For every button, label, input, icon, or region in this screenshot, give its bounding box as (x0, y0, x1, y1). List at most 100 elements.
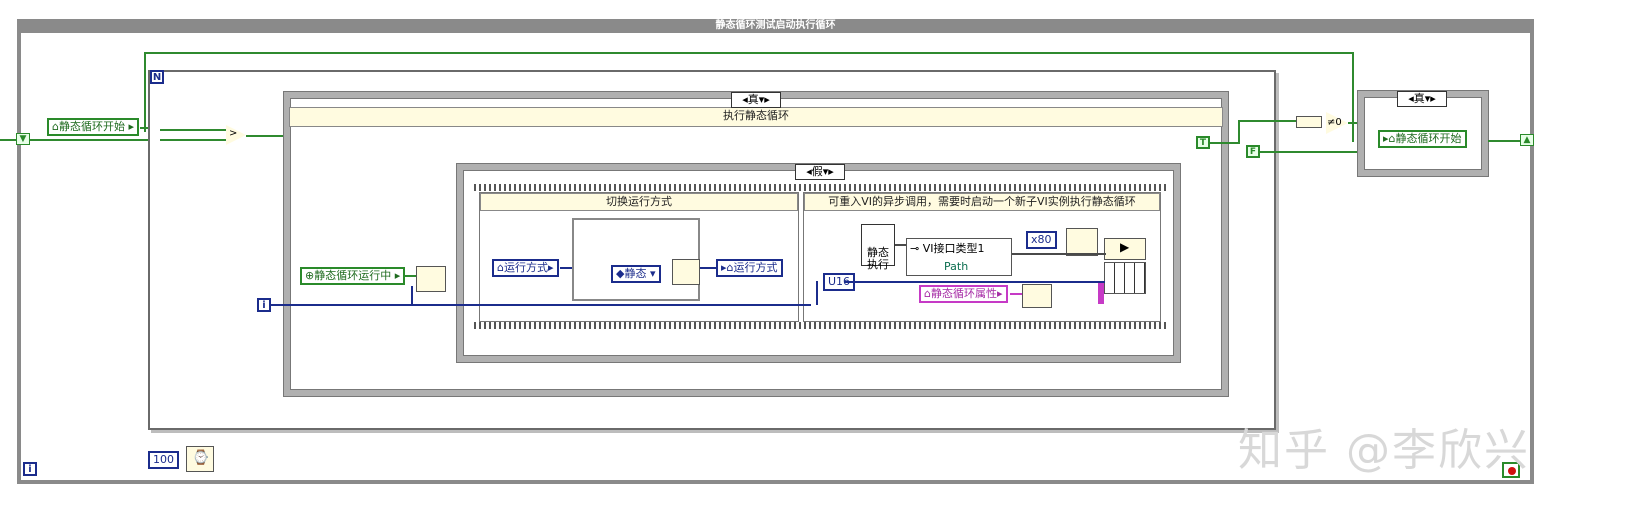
selector-value: 真 (1413, 92, 1425, 105)
chevron-down-icon[interactable]: ▾ (1424, 92, 1431, 105)
tunnel-out: ▲ (1520, 134, 1534, 146)
not-equal-zero-node[interactable] (1326, 112, 1348, 134)
wire (246, 135, 284, 137)
wire (0, 139, 17, 141)
local-var-icon: ⌂ (924, 287, 931, 300)
bool-true-const[interactable]: T (1196, 136, 1210, 149)
wire (144, 52, 146, 132)
vi-icon[interactable]: 静态 执行 (861, 224, 895, 271)
wait-node[interactable] (186, 446, 214, 472)
running-label: 静态循环运行中 (314, 269, 392, 282)
stop-icon (1508, 467, 1516, 475)
wire (404, 275, 416, 277)
play-icon: ▶ (1120, 240, 1130, 254)
local-var-icon: ▸⌂ (1383, 132, 1396, 145)
sequence-bottom-film (474, 322, 1166, 329)
wire (845, 281, 1105, 283)
global-var-icon: ⊕ (305, 269, 315, 282)
local-var-icon: ▸⌂ (721, 261, 734, 274)
run-mode-label: 运行方式 (503, 261, 548, 274)
wire (411, 286, 413, 304)
wire (1012, 253, 1106, 255)
wire (30, 139, 150, 141)
wire (1488, 140, 1520, 142)
frame1-label: 切换运行方式 (480, 193, 798, 211)
wire (560, 267, 572, 269)
wire (160, 139, 226, 141)
start-label: 静态循环开始 (58, 120, 125, 133)
compare-symbol: > (229, 128, 238, 139)
wire (271, 304, 811, 306)
wait-const[interactable]: 100 (148, 451, 179, 469)
local-var-icon: ⌂ (52, 120, 59, 133)
inner-case-selector[interactable]: ◂假▾▸ (795, 164, 845, 180)
wire (700, 267, 716, 269)
wire (1260, 151, 1360, 153)
open-option-const[interactable]: x80 (1026, 231, 1057, 249)
to-number-node[interactable] (1296, 116, 1322, 128)
not-equal-zero-label: ≠0 (1327, 117, 1342, 128)
start-out-control[interactable]: ▸⌂静态循环开始 (1378, 130, 1467, 148)
prev-arrow-icon[interactable]: ◂ (1408, 92, 1414, 105)
table-node[interactable] (1104, 262, 1146, 294)
running-control[interactable]: ⊕静态循环运行中 ▸ (300, 267, 406, 285)
stop-terminal[interactable] (1502, 462, 1520, 478)
start-control[interactable]: ⌂静态循环开始 ▸ (47, 118, 140, 136)
static-enum-label: 静态 (624, 267, 647, 280)
right-case-selector[interactable]: ◂真▾▸ (1397, 91, 1447, 107)
vi-name-label: ⊸ VI接口类型1 (910, 240, 985, 256)
run-mode-in[interactable]: ⌂运行方式▸ (492, 259, 559, 277)
next-arrow-icon[interactable]: ▸ (828, 165, 834, 178)
open-vi-ref[interactable] (906, 238, 1012, 276)
run-mode-out[interactable]: ▸⌂运行方式 (716, 259, 783, 277)
selector-value: 假 (811, 165, 823, 178)
start-out-label: 静态循环开始 (1395, 132, 1462, 145)
for-iteration-terminal: i (257, 298, 271, 312)
run-mode-out-label: 运行方式 (733, 261, 778, 274)
chevron-down-icon[interactable]: ▾ (822, 165, 829, 178)
local-var-icon: ⌂ (497, 261, 504, 274)
vi-icon-text: 静态 执行 (867, 246, 889, 271)
property-control[interactable]: ⌂静态循环属性▸ (919, 285, 1008, 303)
tunnel-in: ▼ (16, 133, 30, 145)
for-count-terminal: N (150, 70, 164, 84)
sequence-top-film (474, 184, 1166, 191)
prev-arrow-icon[interactable]: ◂ (742, 93, 748, 106)
frame2-label: 可重入VI的异步调用，需要时启动一个新子VI实例执行静态循环 (804, 193, 1160, 211)
wire (160, 129, 226, 131)
compare-node[interactable] (226, 125, 246, 145)
next-arrow-icon[interactable]: ▸ (764, 93, 770, 106)
prev-arrow-icon[interactable]: ◂ (806, 165, 812, 178)
static-enum[interactable]: ◆静态 ▾ (611, 265, 661, 283)
wire (1352, 52, 1354, 142)
vi-name-text: VI接口类型1 (922, 242, 985, 255)
enum-icon: ◆ (616, 267, 625, 280)
chevron-down-icon[interactable]: ▾ (758, 93, 765, 106)
property-node[interactable] (416, 266, 446, 292)
wire (816, 281, 818, 305)
bool-false-const[interactable]: F (1246, 145, 1260, 158)
wire (1010, 293, 1022, 295)
path-label: Path (944, 260, 969, 273)
selector-value: 真 (747, 93, 759, 106)
wire (1238, 120, 1298, 122)
outer-case-selector[interactable]: ◂真▾▸ (731, 92, 781, 108)
key-icon: ⊸ (910, 242, 923, 255)
watermark: 知乎 @李欣兴 (1238, 425, 1530, 476)
wire (1238, 120, 1240, 144)
property-label: 静态循环属性 (930, 287, 997, 300)
while-iteration-terminal: i (23, 462, 37, 476)
while-loop-title: 静态循环测试启动执行循环 (715, 20, 836, 31)
next-arrow-icon[interactable]: ▸ (1430, 92, 1436, 105)
wire (144, 52, 1354, 54)
wire (1348, 122, 1358, 124)
clock-icon: ⌚ (192, 450, 210, 466)
start-async-call[interactable] (1104, 238, 1146, 260)
outer-case-label: 执行静态循环 (289, 107, 1223, 127)
open-node[interactable] (1066, 228, 1098, 256)
property-node-2[interactable] (1022, 284, 1052, 308)
array-node[interactable] (672, 259, 700, 285)
wire (1098, 282, 1104, 304)
wire (1210, 142, 1238, 144)
wire (895, 244, 906, 246)
